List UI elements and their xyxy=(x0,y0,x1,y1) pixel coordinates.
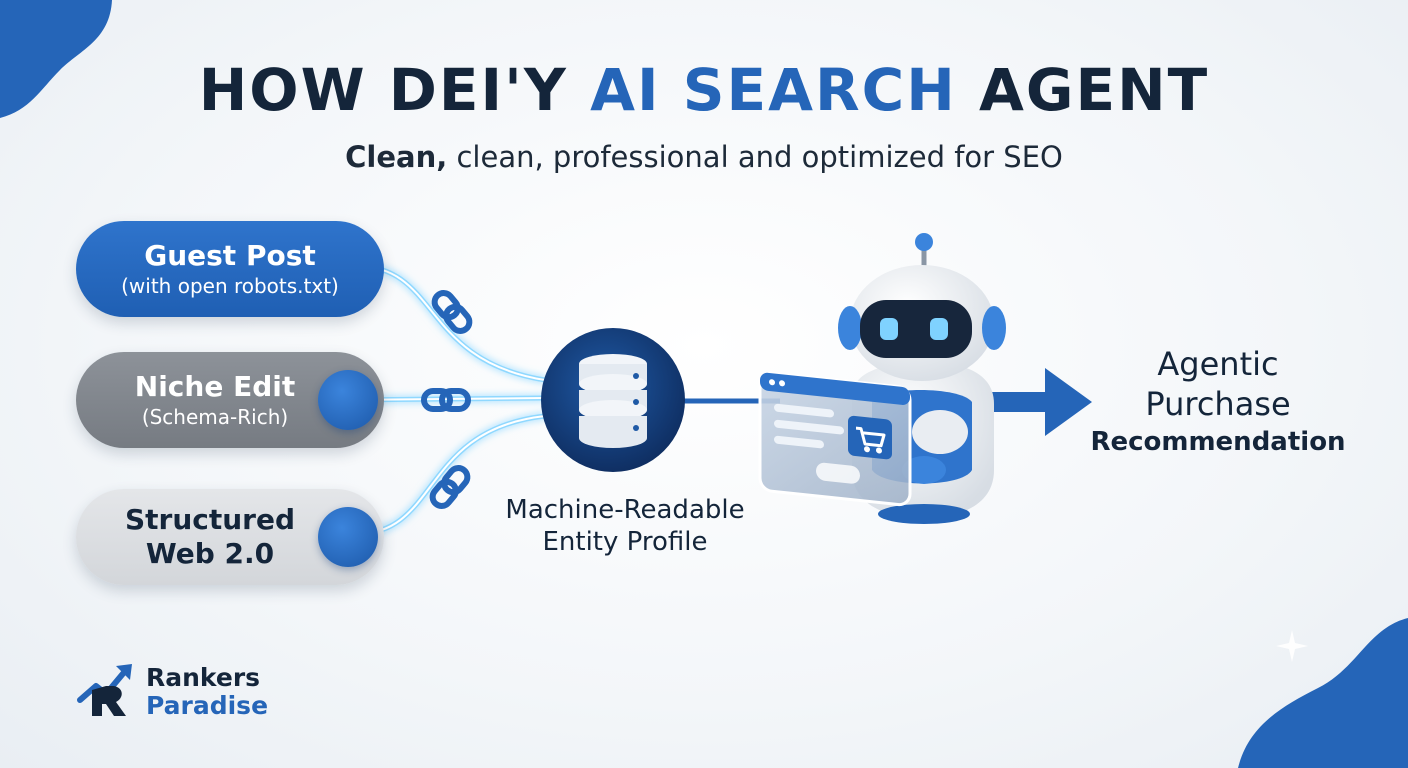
node-label: Machine-Readable Entity Profile xyxy=(470,494,780,558)
input-niche-edit-title: Niche Edit xyxy=(134,370,296,403)
chain-link-icon xyxy=(421,388,471,412)
shopping-cart-icon xyxy=(848,415,892,460)
output-label-line3: Recommendation xyxy=(1090,427,1346,457)
node-label-line2: Entity Profile xyxy=(542,527,708,557)
input-guest-post: Guest Post (with open robots.txt) xyxy=(76,221,384,317)
input-structured-web-subtitle: Web 2.0 xyxy=(145,537,275,570)
database-icon xyxy=(541,328,685,472)
brand-name: Rankers Paradise xyxy=(146,664,268,720)
input-niche-edit-subtitle: (Schema-Rich) xyxy=(141,405,289,429)
input-guest-post-subtitle: (with open robots.txt) xyxy=(121,274,339,298)
pill-knob-niche-edit xyxy=(318,370,378,430)
output-label-line2: Purchase xyxy=(1145,385,1291,423)
sparkle-icon xyxy=(1276,630,1308,662)
corner-blob-top-left xyxy=(0,0,112,118)
brand-name-line2: Paradise xyxy=(146,691,269,720)
arrow-right-icon xyxy=(968,368,1092,436)
title-accent: AI SEARCH xyxy=(590,56,957,124)
output-label: Agentic Purchase Recommendation xyxy=(1068,344,1368,460)
brand-name-line1: Rankers xyxy=(146,663,261,692)
page-title: HOW DEI'Y AI SEARCH AGENT xyxy=(198,56,1210,124)
chain-link-icon xyxy=(431,290,473,334)
output-label-line1: Agentic xyxy=(1157,345,1279,383)
pill-knob-structured-web xyxy=(318,507,378,567)
tablet-screen xyxy=(758,371,912,507)
input-structured-web-title: Structured xyxy=(124,503,296,536)
node-label-line1: Machine-Readable xyxy=(505,495,745,525)
page-subtitle: Clean, clean, professional and optimized… xyxy=(345,140,1063,174)
corner-blob-bottom-right xyxy=(1238,618,1408,768)
chain-link-icon xyxy=(429,465,471,509)
input-guest-post-title: Guest Post xyxy=(144,239,316,272)
rankers-paradise-logo xyxy=(77,664,132,716)
